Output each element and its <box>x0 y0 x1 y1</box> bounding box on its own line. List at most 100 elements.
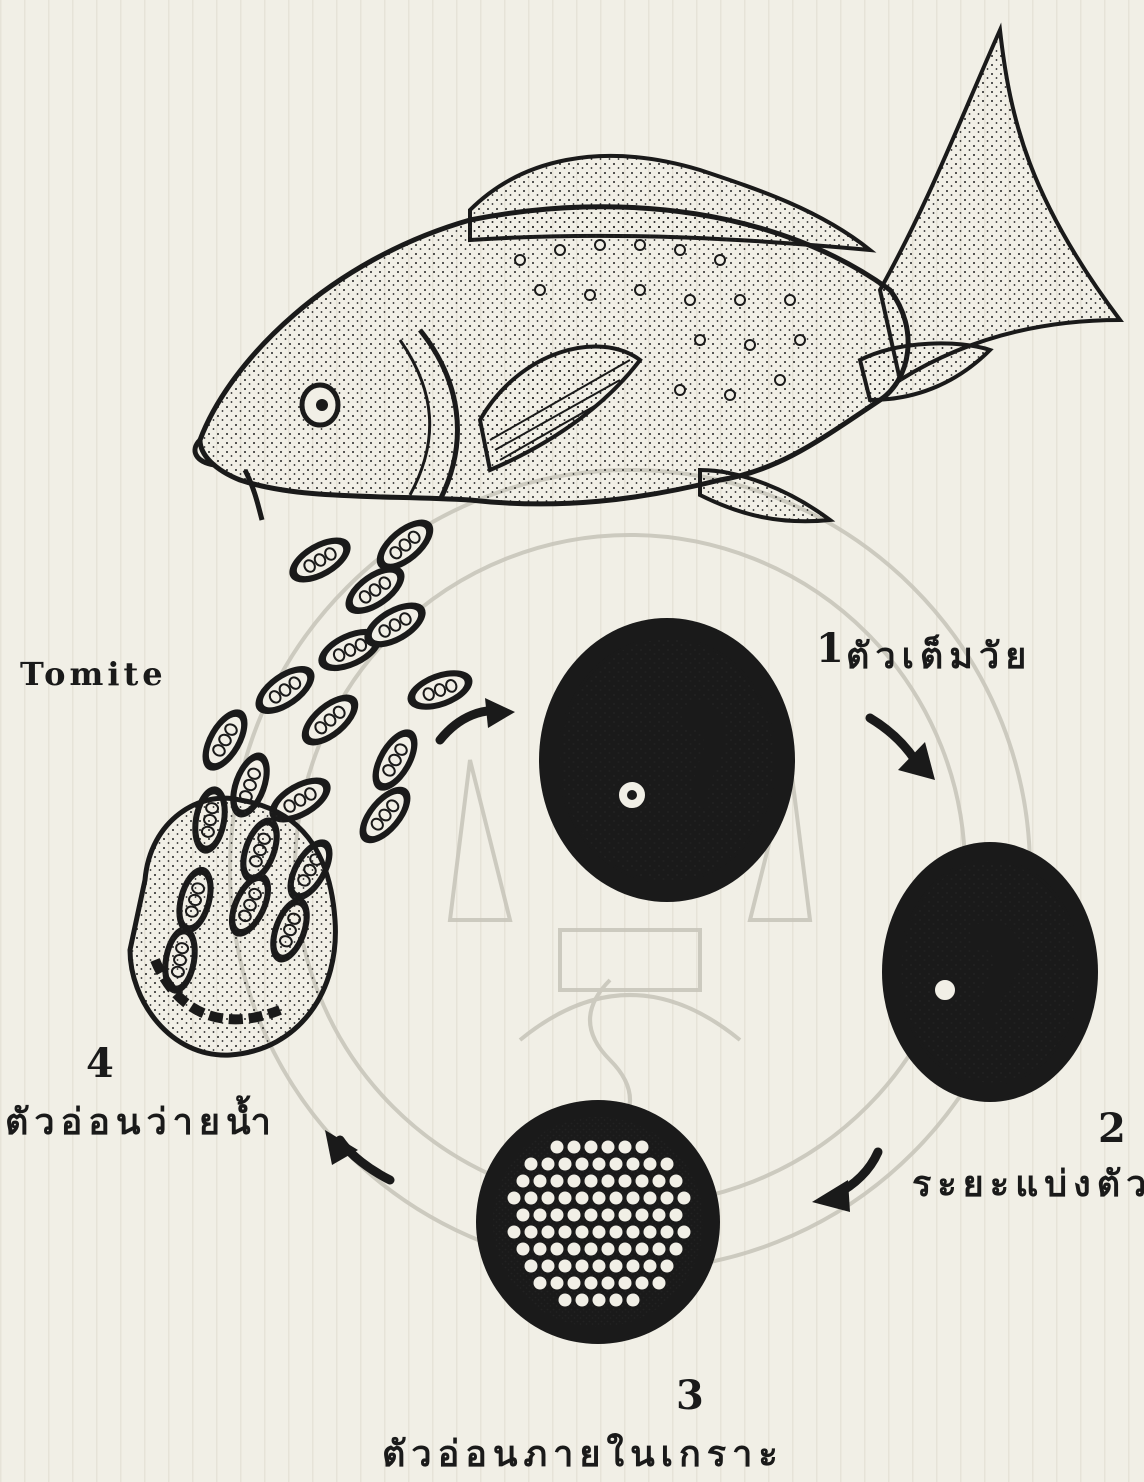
tomont-dot <box>610 1294 623 1307</box>
tomont-dot <box>610 1260 623 1273</box>
tomont-dot <box>653 1277 666 1290</box>
tomont-dot <box>534 1175 547 1188</box>
stage-2-caption: ระยะแบ่งตัว <box>912 1155 1144 1212</box>
tomont-dot <box>517 1175 530 1188</box>
tomont-dot <box>619 1243 632 1256</box>
stage-2-number: 2 <box>1098 1105 1126 1152</box>
tomont-dot <box>602 1141 615 1154</box>
tomont-dot <box>576 1158 589 1171</box>
tomont-dot <box>610 1158 623 1171</box>
tomont-dot <box>670 1243 683 1256</box>
tomont-dot <box>508 1192 521 1205</box>
tomont-dot <box>525 1158 538 1171</box>
tomont-dot <box>517 1209 530 1222</box>
tomont-dot <box>525 1226 538 1239</box>
tomont-dot <box>627 1294 640 1307</box>
tomont-dot <box>551 1141 564 1154</box>
tomont-dot <box>593 1192 606 1205</box>
tomont-dot <box>636 1175 649 1188</box>
tomont-dot <box>534 1209 547 1222</box>
tomont-dot <box>585 1141 598 1154</box>
stage-3-caption: ตัวอ่อนภายในเกราะ <box>382 1425 784 1482</box>
tomont-dot <box>636 1209 649 1222</box>
stage-3-number: 3 <box>676 1372 704 1419</box>
tomont-dot <box>593 1260 606 1273</box>
tomont-dot <box>542 1192 555 1205</box>
tomont-dot <box>576 1294 589 1307</box>
tomont-dot <box>551 1243 564 1256</box>
tomont-dot <box>670 1209 683 1222</box>
tomont-dot <box>542 1158 555 1171</box>
tomont-dot <box>551 1277 564 1290</box>
tomont-dot <box>661 1192 674 1205</box>
tomont-dot <box>585 1209 598 1222</box>
tomont-dot <box>619 1209 632 1222</box>
tomont-dot <box>551 1175 564 1188</box>
tomont-dot <box>568 1277 581 1290</box>
tomont-dot <box>593 1158 606 1171</box>
tomont-dot <box>644 1158 657 1171</box>
stage-2-vacuole <box>933 978 957 1002</box>
stage-4-bursting-cyst <box>130 798 335 1055</box>
tomont-dot <box>559 1226 572 1239</box>
tomite-label: Tomite <box>20 655 167 693</box>
tomont-dot <box>661 1158 674 1171</box>
tomont-dot <box>644 1192 657 1205</box>
tomont-dot <box>508 1226 521 1239</box>
tomont-dot <box>636 1243 649 1256</box>
tomont-dot <box>644 1226 657 1239</box>
tomont-dot <box>542 1260 555 1273</box>
stage-3-cyst <box>476 1100 720 1344</box>
tomont-dot <box>602 1277 615 1290</box>
tomont-dot <box>602 1175 615 1188</box>
tomont-dot <box>559 1294 572 1307</box>
tomont-dot <box>627 1158 640 1171</box>
tomont-dot <box>593 1294 606 1307</box>
tomont-dot <box>593 1226 606 1239</box>
tomont-dot <box>627 1192 640 1205</box>
tomont-dot <box>542 1226 555 1239</box>
tomont-dot <box>661 1226 674 1239</box>
tomont-dot <box>602 1243 615 1256</box>
stage-4-number: 4 <box>86 1040 114 1087</box>
tomont-dot <box>576 1260 589 1273</box>
tomont-dot <box>568 1243 581 1256</box>
tomont-dot <box>525 1192 538 1205</box>
tomont-dot <box>559 1260 572 1273</box>
tomont-dot <box>653 1175 666 1188</box>
tomont-dot <box>653 1243 666 1256</box>
tomont-dot <box>619 1175 632 1188</box>
tomont-dot <box>576 1226 589 1239</box>
tomont-dot <box>517 1243 530 1256</box>
tomont-dot <box>610 1192 623 1205</box>
tomont-dot <box>619 1277 632 1290</box>
tomont-dot <box>534 1277 547 1290</box>
stage-4-caption: ตัวอ่อนว่ายน้ำ <box>5 1093 277 1150</box>
tomont-dot <box>619 1141 632 1154</box>
tomont-dot <box>627 1260 640 1273</box>
tomont-dot <box>534 1243 547 1256</box>
tomont-dot <box>576 1192 589 1205</box>
stage-1-number: 1 <box>816 625 844 672</box>
tomont-dot <box>636 1277 649 1290</box>
tomont-dot <box>559 1158 572 1171</box>
stage-1-adult-cell <box>539 618 795 902</box>
tomont-dot <box>568 1175 581 1188</box>
tomont-dot <box>678 1226 691 1239</box>
tomont-dot <box>661 1260 674 1273</box>
tomont-dot <box>653 1209 666 1222</box>
tomont-dot <box>559 1192 572 1205</box>
tomont-dot <box>525 1260 538 1273</box>
tomont-dot <box>636 1141 649 1154</box>
tomont-dot <box>585 1277 598 1290</box>
tomont-dot <box>678 1192 691 1205</box>
tomont-dot <box>627 1226 640 1239</box>
tomont-dot <box>568 1141 581 1154</box>
tomont-dot <box>585 1175 598 1188</box>
tomont-dot <box>610 1226 623 1239</box>
tomont-dot <box>568 1209 581 1222</box>
stage-1-caption: ตัวเต็มวัย <box>846 627 1032 684</box>
tomont-dot <box>602 1209 615 1222</box>
tomont-dot <box>551 1209 564 1222</box>
